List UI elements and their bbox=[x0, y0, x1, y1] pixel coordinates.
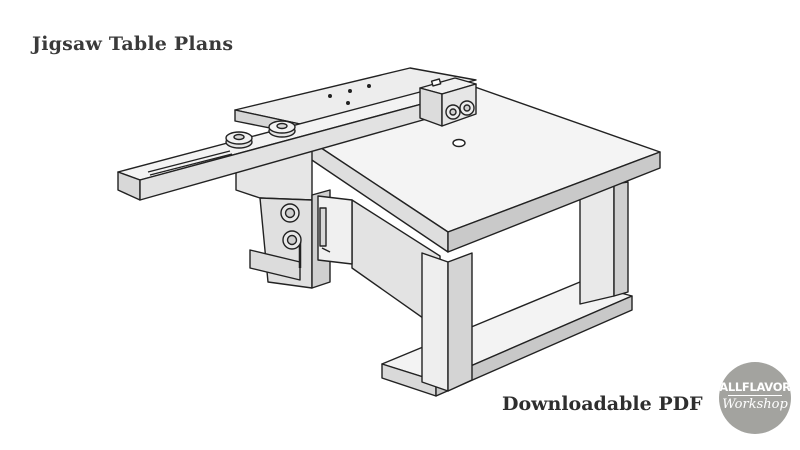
clamp-block bbox=[235, 147, 353, 289]
fence-knob-left bbox=[225, 131, 253, 149]
fence-head bbox=[419, 77, 477, 127]
logo-brand-text: ALLFLAVOR bbox=[719, 380, 791, 394]
logo-workshop-text: Workshop bbox=[722, 397, 788, 412]
logo-divider bbox=[728, 395, 782, 396]
page-title: Jigsaw Table Plans bbox=[32, 33, 234, 55]
back-leg bbox=[579, 181, 629, 305]
downloadable-pdf-label: Downloadable PDF bbox=[502, 393, 703, 415]
allflavor-workshop-logo: ALLFLAVOR Workshop bbox=[719, 362, 791, 434]
fence-knob-right bbox=[268, 120, 296, 138]
front-leg bbox=[421, 252, 473, 392]
